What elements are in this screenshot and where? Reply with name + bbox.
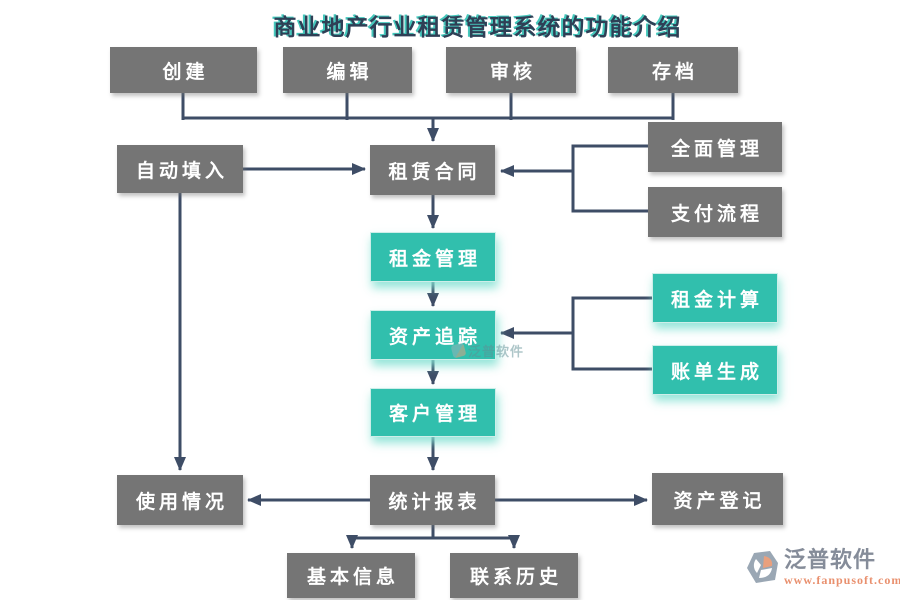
node-contact-history: 联系历史 <box>450 553 578 598</box>
node-statistical-report: 统计报表 <box>370 475 495 525</box>
node-review: 审核 <box>446 47 576 93</box>
node-auto-fill: 自动填入 <box>117 145 243 193</box>
node-asset-registration: 资产登记 <box>652 473 783 525</box>
node-basic-info: 基本信息 <box>287 553 415 598</box>
node-archive: 存档 <box>608 47 738 93</box>
diagram-title: 商业地产行业租赁管理系统的功能介绍 <box>273 15 682 40</box>
node-rent-calculation: 租金计算 <box>652 273 778 323</box>
brand-logo: 泛普软件 www.fanpusoft.com <box>744 548 900 588</box>
node-create: 创建 <box>110 47 257 93</box>
node-usage-status: 使用情况 <box>117 475 243 525</box>
node-bill-generation: 账单生成 <box>652 345 778 395</box>
node-edit: 编辑 <box>283 47 412 93</box>
fanpu-logo-icon <box>747 551 778 583</box>
brand-url: www.fanpusoft.com <box>784 573 900 587</box>
node-customer-management: 客户管理 <box>370 388 496 437</box>
node-lease-contract: 租赁合同 <box>370 145 495 195</box>
node-comprehensive-management: 全面管理 <box>648 122 782 172</box>
node-asset-tracking: 资产追踪 <box>370 310 496 360</box>
node-payment-process: 支付流程 <box>648 187 782 237</box>
brand-name: 泛普软件 <box>784 547 877 572</box>
node-rent-management: 租金管理 <box>370 232 496 282</box>
